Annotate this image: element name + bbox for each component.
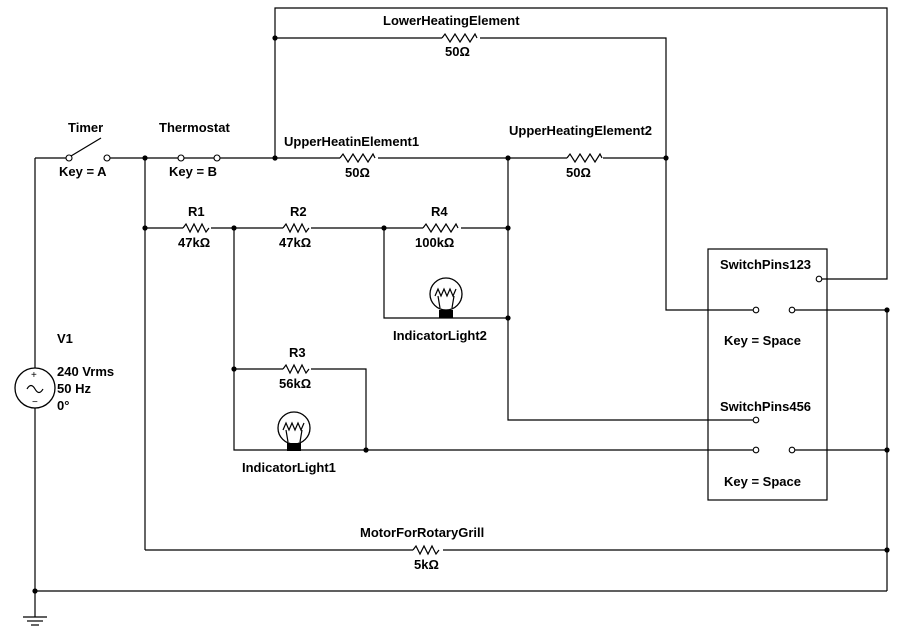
timer-switch[interactable] <box>65 137 111 162</box>
thermostat-switch[interactable] <box>177 154 221 162</box>
switch-pins-456-label: SwitchPins456 <box>720 399 811 414</box>
switch-pins-456-key: Key = Space <box>724 474 801 489</box>
indicator-light1-label: IndicatorLight1 <box>242 460 336 475</box>
upper-heating-element1-resistor[interactable] <box>339 152 376 164</box>
r1-value: 47kΩ <box>178 235 210 250</box>
r3-value: 56kΩ <box>279 376 311 391</box>
source-voltage: 240 Vrms <box>57 364 114 379</box>
upper-heating-element2-resistor[interactable] <box>566 152 603 164</box>
indicator-light2-icon[interactable] <box>429 277 463 318</box>
r1-resistor[interactable] <box>182 222 210 234</box>
r3-resistor[interactable] <box>282 363 310 375</box>
motor-value: 5kΩ <box>414 557 439 572</box>
source-frequency: 50 Hz <box>57 381 91 396</box>
ac-voltage-source[interactable]: + − <box>14 367 56 409</box>
r4-value: 100kΩ <box>415 235 454 250</box>
timer-label: Timer <box>68 120 103 135</box>
switch-pins-123[interactable] <box>752 275 823 314</box>
r4-label: R4 <box>431 204 448 219</box>
timer-key: Key = A <box>59 164 107 179</box>
upper-heating-element2-label: UpperHeatingElement2 <box>509 123 652 138</box>
lower-heating-element-label: LowerHeatingElement <box>383 13 520 28</box>
indicator-light2-label: IndicatorLight2 <box>393 328 487 343</box>
upper-heating-element1-value: 50Ω <box>345 165 370 180</box>
lower-heating-element-value: 50Ω <box>445 44 470 59</box>
r2-resistor[interactable] <box>282 222 310 234</box>
thermostat-key: Key = B <box>169 164 217 179</box>
switch-block-frame <box>707 248 828 501</box>
motor-label: MotorForRotaryGrill <box>360 525 484 540</box>
ground-symbol <box>23 616 47 626</box>
r4-resistor[interactable] <box>422 222 459 234</box>
source-phase: 0° <box>57 398 69 413</box>
upper-heating-element2-value: 50Ω <box>566 165 591 180</box>
thermostat-label: Thermostat <box>159 120 230 135</box>
upper-heating-element1-label: UpperHeatinElement1 <box>284 134 419 149</box>
r2-value: 47kΩ <box>279 235 311 250</box>
lower-heating-element-resistor[interactable] <box>441 32 478 44</box>
source-name: V1 <box>57 331 73 346</box>
r3-label: R3 <box>289 345 306 360</box>
junction-dots <box>32 35 890 594</box>
r1-label: R1 <box>188 204 205 219</box>
switch-pins-123-key: Key = Space <box>724 333 801 348</box>
switch-pins-456[interactable] <box>752 416 796 454</box>
svg-text:−: − <box>32 397 38 408</box>
indicator-light1-icon[interactable] <box>277 411 311 451</box>
motor-resistor[interactable] <box>412 544 440 556</box>
svg-text:+: + <box>31 370 37 381</box>
switch-pins-123-label: SwitchPins123 <box>720 257 811 272</box>
r2-label: R2 <box>290 204 307 219</box>
